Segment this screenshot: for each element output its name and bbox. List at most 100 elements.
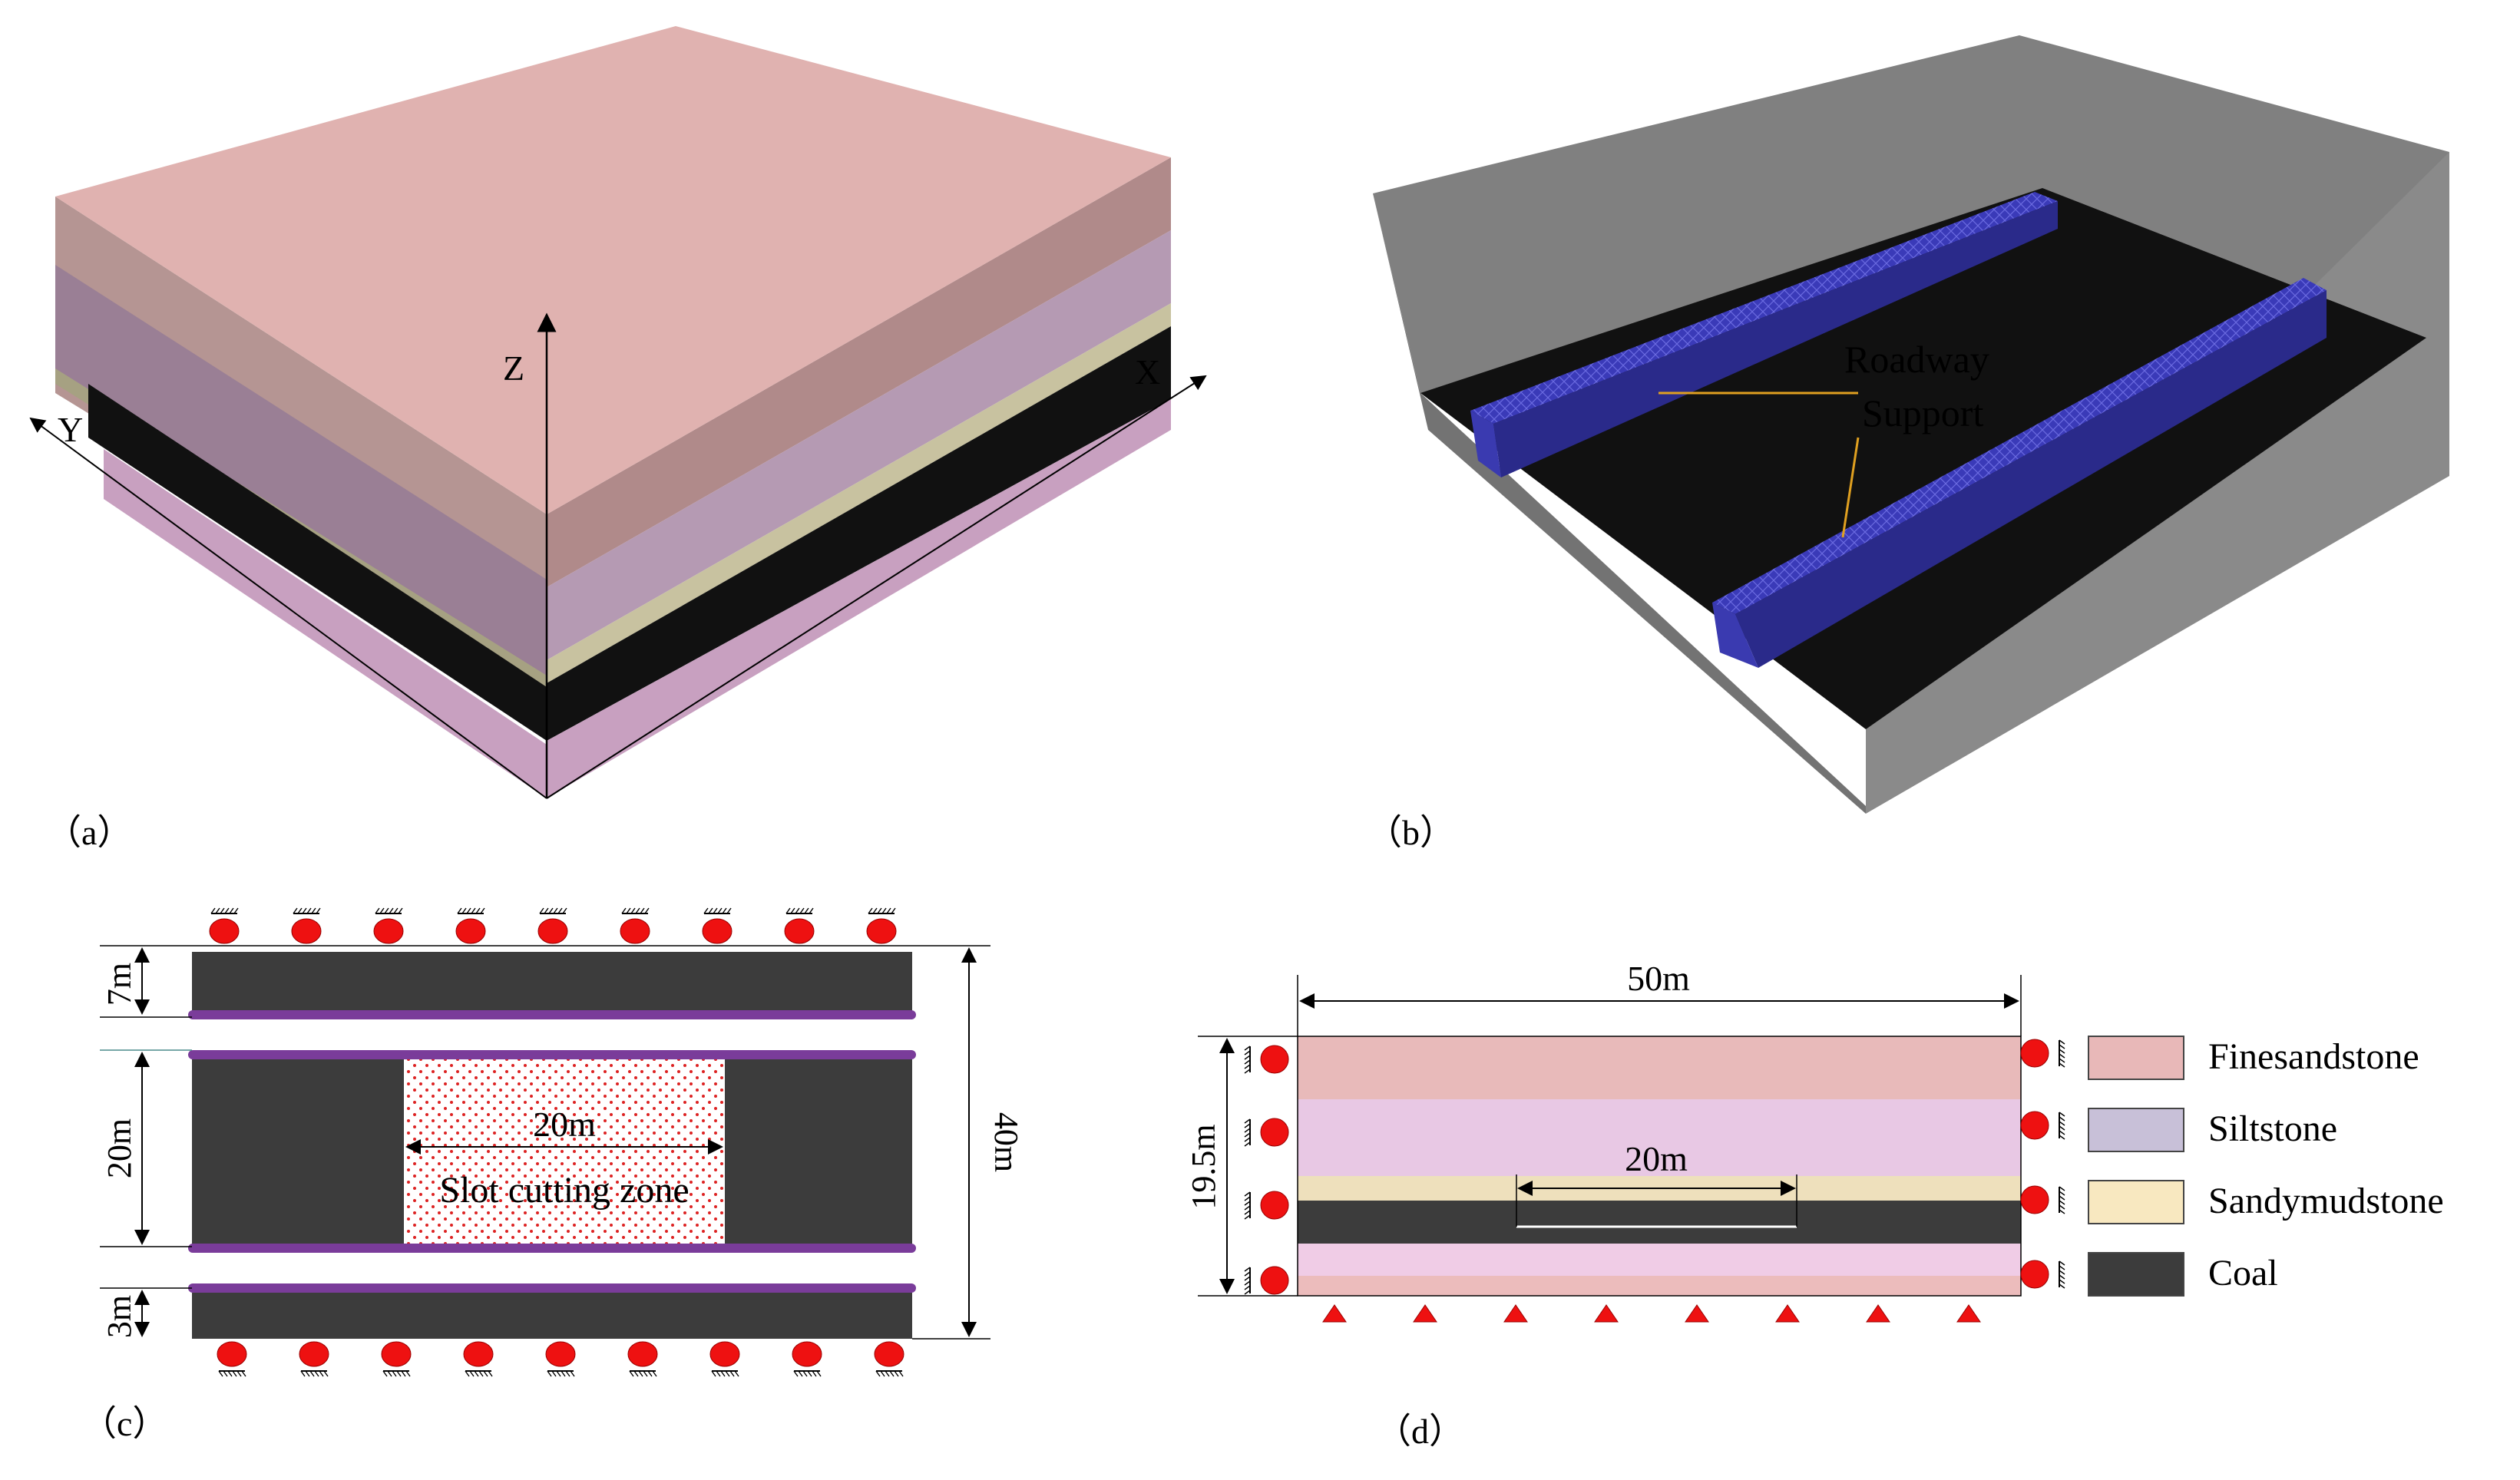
rollers-c-top bbox=[209, 907, 897, 944]
dim-d-width-label: 50m bbox=[1627, 959, 1690, 998]
dim-c-total-label: 40m bbox=[987, 1112, 1025, 1172]
support-hatch bbox=[1244, 1128, 1251, 1133]
support-hatch bbox=[1244, 1201, 1251, 1206]
support-hatch bbox=[405, 1370, 411, 1377]
support-hatch bbox=[872, 907, 878, 914]
roadway-support-1-top bbox=[1470, 192, 2058, 424]
support-hatch bbox=[2059, 1200, 2065, 1205]
support-hatch bbox=[401, 1370, 406, 1377]
support-hatch bbox=[708, 907, 713, 914]
roller-support bbox=[2020, 1260, 2049, 1289]
support-hatch bbox=[2059, 1039, 2065, 1045]
roller-support bbox=[291, 918, 322, 944]
layer-finesandstone-bottom bbox=[1298, 1276, 2021, 1296]
pin-support bbox=[1413, 1304, 1437, 1323]
roller-support bbox=[792, 1341, 822, 1367]
panel-b: Roadway Support （b） bbox=[1367, 35, 2449, 852]
support-hatch bbox=[2059, 1283, 2065, 1289]
support-hatch bbox=[389, 907, 394, 914]
support-hatch bbox=[798, 1370, 803, 1377]
support-hatch bbox=[629, 1370, 634, 1377]
coal-band-top bbox=[192, 952, 912, 1019]
roadway-support-2-top bbox=[1712, 278, 2327, 614]
support-hatch bbox=[478, 1370, 484, 1377]
support-hatch bbox=[804, 907, 809, 914]
block-a-left-silt bbox=[55, 265, 547, 676]
axis-x bbox=[546, 375, 1207, 799]
support-hatch bbox=[644, 907, 650, 914]
support-hatch bbox=[551, 1370, 557, 1377]
support-hatch bbox=[232, 1370, 237, 1377]
support-hatch bbox=[2059, 1270, 2065, 1275]
purple-line-4 bbox=[188, 1283, 916, 1293]
support-hatch bbox=[1244, 1267, 1251, 1272]
support-hatch bbox=[1244, 1290, 1251, 1295]
support-hatch bbox=[1244, 1205, 1251, 1211]
support-hatch bbox=[1244, 1050, 1251, 1055]
support-hatch bbox=[2059, 1058, 2065, 1063]
pin-support bbox=[1503, 1304, 1528, 1323]
support-hatch bbox=[1244, 1059, 1251, 1065]
roadway-support-2-end bbox=[1712, 603, 1758, 668]
support-hatch bbox=[809, 907, 814, 914]
support-hatch bbox=[2059, 1116, 2065, 1122]
panel-d: 20m 50m 19.5m FinesandstoneSiltstoneSand… bbox=[1185, 959, 2444, 1451]
support-hatch bbox=[894, 1370, 899, 1377]
dim-c-middle-label: 20m bbox=[101, 1118, 138, 1178]
support-hatch bbox=[469, 1370, 475, 1377]
support-hatch bbox=[703, 907, 709, 914]
support-hatch bbox=[215, 907, 220, 914]
pin-support bbox=[1594, 1304, 1619, 1323]
support-hatch bbox=[2059, 1186, 2065, 1191]
support-hatch bbox=[302, 907, 307, 914]
layer-siltstone bbox=[1298, 1099, 2021, 1176]
support-hatch bbox=[2059, 1135, 2065, 1140]
support-hatch bbox=[633, 1370, 639, 1377]
block-a-top-face bbox=[55, 26, 1171, 514]
support-hatch bbox=[547, 1370, 552, 1377]
support-hatch bbox=[2059, 1265, 2065, 1270]
roller-support bbox=[866, 918, 897, 944]
support-hatch bbox=[548, 907, 554, 914]
support-hatch bbox=[1244, 1055, 1251, 1060]
axis-z-label: Z bbox=[503, 349, 524, 388]
support-hatch bbox=[553, 907, 558, 914]
layer-lower-silt bbox=[1298, 1244, 2021, 1276]
support-hatch bbox=[223, 1370, 228, 1377]
purple-line-2 bbox=[188, 1050, 916, 1059]
roller-support bbox=[784, 918, 815, 944]
support-hatch bbox=[2059, 1112, 2065, 1117]
coal-band-middle-right bbox=[725, 1059, 912, 1247]
coal-floor bbox=[1420, 188, 2426, 729]
roller-support bbox=[627, 1341, 658, 1367]
support-hatch bbox=[539, 907, 544, 914]
support-hatch bbox=[2059, 1279, 2065, 1284]
support-hatch bbox=[461, 907, 467, 914]
support-hatch bbox=[314, 1370, 319, 1377]
support-hatch bbox=[898, 1370, 904, 1377]
roller-support bbox=[537, 918, 568, 944]
roller-support bbox=[217, 1341, 247, 1367]
layer-coal bbox=[1298, 1201, 2021, 1244]
support-hatch bbox=[2059, 1274, 2065, 1280]
support-hatch bbox=[711, 1370, 716, 1377]
support-hatch bbox=[802, 1370, 808, 1377]
support-hatch bbox=[220, 907, 225, 914]
dim-d-height-label: 19.5m bbox=[1185, 1124, 1222, 1209]
roller-support bbox=[1260, 1266, 1289, 1295]
pin-support bbox=[1866, 1304, 1890, 1323]
support-hatch bbox=[316, 907, 321, 914]
roller-support bbox=[709, 1341, 740, 1367]
support-hatch bbox=[816, 1370, 822, 1377]
dim-c-slot-label: 20m bbox=[533, 1105, 596, 1144]
support-hatch bbox=[1244, 1191, 1251, 1197]
roller-support bbox=[874, 1341, 904, 1367]
support-hatch bbox=[891, 907, 896, 914]
panel-label-d: （d） bbox=[1376, 1412, 1464, 1451]
support-hatch bbox=[396, 1370, 402, 1377]
panel-label-b: （b） bbox=[1367, 813, 1455, 852]
support-hatch bbox=[717, 907, 723, 914]
support-hatch bbox=[457, 907, 462, 914]
support-hatch bbox=[229, 907, 234, 914]
